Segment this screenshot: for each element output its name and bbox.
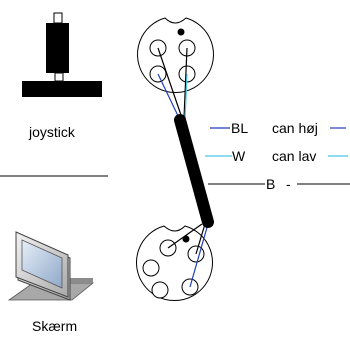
can-high-label: can høj bbox=[272, 120, 318, 136]
can-low-label: can lav bbox=[272, 148, 316, 164]
joystick-icon bbox=[22, 12, 102, 97]
pin-bottom-4 bbox=[151, 281, 169, 299]
dash-label: - bbox=[286, 176, 291, 192]
top-connector bbox=[137, 17, 214, 93]
top-wires bbox=[157, 47, 188, 121]
wire-b-label: B bbox=[266, 176, 275, 192]
monitor-icon bbox=[7, 231, 95, 301]
wire-w-label: W bbox=[232, 148, 246, 164]
cable bbox=[174, 114, 214, 228]
joystick-label: joystick bbox=[28, 124, 76, 140]
bottom-connector bbox=[136, 225, 213, 301]
pin-bottom-3 bbox=[142, 259, 160, 277]
wire-bl-label: BL bbox=[231, 120, 248, 136]
bottom-wires bbox=[167, 223, 209, 288]
pin-top-key bbox=[177, 28, 185, 36]
screen-label: Skærm bbox=[32, 318, 77, 334]
